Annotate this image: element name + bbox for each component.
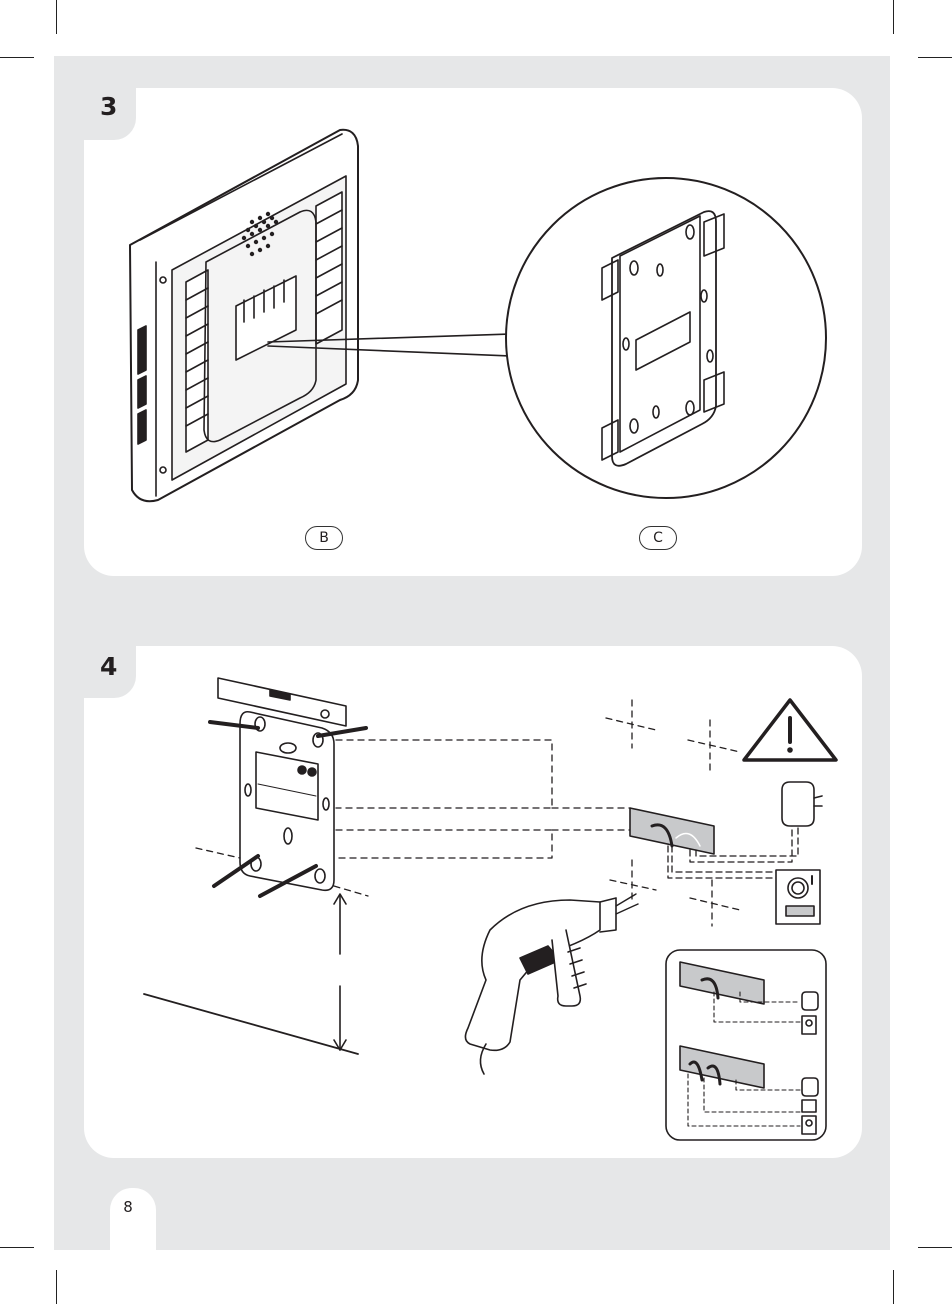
wall-plate-illustration [240, 712, 334, 891]
door-station-icon [776, 870, 820, 924]
monitor-back-illustration [130, 130, 358, 501]
page-number: 8 [110, 1198, 146, 1216]
wiring-options-inset [666, 950, 826, 1140]
height-arrow [144, 894, 358, 1054]
label-b: B [305, 526, 343, 550]
label-c: C [639, 526, 677, 550]
drill-icon [465, 894, 638, 1074]
power-adapter-icon [782, 782, 822, 826]
warning-triangle-icon [744, 700, 836, 760]
zoom-circle [506, 178, 826, 498]
